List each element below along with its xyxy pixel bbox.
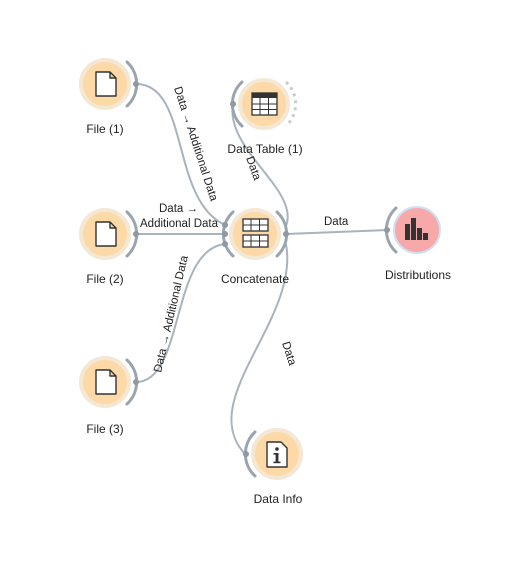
file-icon bbox=[95, 369, 117, 395]
widget-label: File (2) bbox=[86, 272, 123, 286]
info-icon bbox=[266, 441, 288, 468]
file-icon bbox=[95, 221, 117, 247]
concatenate-icon bbox=[242, 218, 269, 248]
widget-data-info[interactable]: Data Info bbox=[243, 428, 303, 506]
link-concatenate-datainfo[interactable] bbox=[230, 243, 289, 455]
link-label-file2-line1: Data → bbox=[159, 203, 198, 215]
widget-file2[interactable]: File (2) bbox=[79, 208, 139, 286]
link-label-distributions: Data bbox=[324, 216, 349, 228]
link-concatenate-distributions[interactable] bbox=[285, 229, 388, 235]
link-label-file1: Data → Additional Data bbox=[171, 85, 220, 203]
widget-file3[interactable]: File (3) bbox=[79, 356, 139, 436]
file-icon bbox=[95, 71, 117, 97]
widget-label: Distributions bbox=[385, 268, 451, 282]
bar-chart-icon bbox=[405, 218, 428, 240]
widget-label: Data Info bbox=[254, 492, 303, 506]
widget-data-table[interactable]: Data Table (1) bbox=[227, 78, 303, 156]
link-concatenate-datatable[interactable] bbox=[231, 103, 289, 227]
widget-label: File (3) bbox=[86, 422, 123, 436]
widget-label: Data Table (1) bbox=[227, 142, 302, 156]
widget-concatenate[interactable]: Concatenate bbox=[221, 208, 289, 286]
link-label-datainfo: Data bbox=[279, 340, 298, 367]
link-label-datatable: Data bbox=[243, 155, 263, 182]
link-file1-concatenate[interactable] bbox=[135, 83, 226, 226]
table-icon bbox=[251, 92, 278, 116]
link-file3-concatenate[interactable] bbox=[135, 243, 226, 383]
widget-file1[interactable]: File (1) bbox=[79, 58, 139, 136]
link-label-file3: Data → Additional Data bbox=[152, 254, 191, 374]
widget-label: File (1) bbox=[86, 122, 123, 136]
link-label-file2-line2: Additional Data bbox=[140, 218, 219, 230]
widget-distributions[interactable]: Distributions bbox=[384, 206, 451, 282]
widget-label: Concatenate bbox=[221, 272, 289, 286]
